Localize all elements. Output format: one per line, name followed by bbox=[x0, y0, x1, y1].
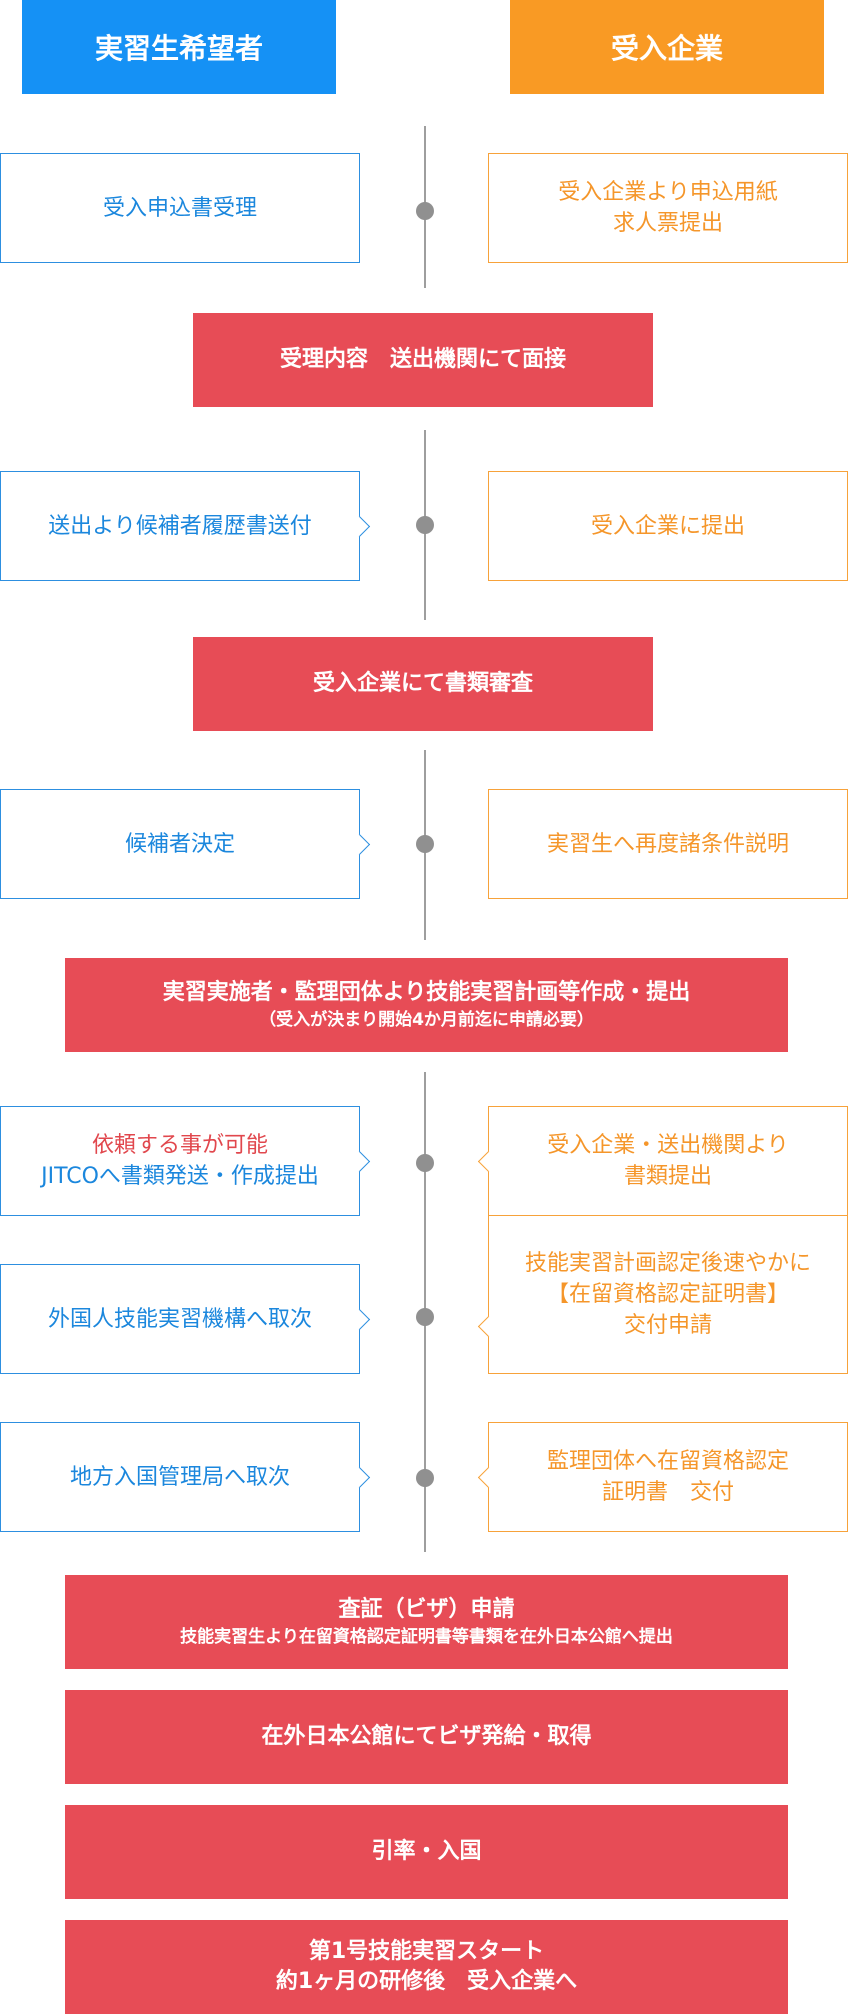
step-title: 受理内容 送出機関にて面接 bbox=[279, 347, 566, 372]
left-box-text: 受入申込書受理 bbox=[102, 195, 257, 221]
step-title: 第1号技能実習スタート bbox=[308, 1939, 545, 1964]
process-step-5: 在外日本公館にてビザ発給・取得 bbox=[65, 1690, 788, 1784]
arrow-right-icon bbox=[348, 1466, 371, 1489]
step-title: 引率・入国 bbox=[371, 1839, 482, 1864]
left-box-text: 候補者決定 bbox=[124, 831, 235, 857]
arrow-right-icon bbox=[348, 515, 371, 538]
step-subtitle: （受入が決まり開始4か月前迄に申請必要） bbox=[259, 1010, 594, 1030]
arrow-left-icon bbox=[477, 1466, 500, 1489]
timeline-dot bbox=[416, 1308, 434, 1326]
process-step-7: 第1号技能実習スタート 約1ヶ月の研修後 受入企業へ bbox=[65, 1920, 788, 2014]
step-title: 在外日本公館にてビザ発給・取得 bbox=[261, 1724, 592, 1749]
right-box-text: 受入企業より申込用紙 bbox=[558, 180, 778, 205]
right-box-text: 受入企業・送出機関より bbox=[547, 1133, 789, 1158]
right-box-text: 交付申請 bbox=[623, 1313, 712, 1338]
process-step-4: 査証（ビザ）申請 技能実習生より在留資格認定証明書等書類を在外日本公館へ提出 bbox=[65, 1575, 788, 1669]
left-box-5: 外国人技能実習機構へ取次 bbox=[0, 1264, 371, 1374]
applicant-header: 実習生希望者 bbox=[22, 0, 336, 94]
right-box-text: 【在留資格認定証明書】 bbox=[546, 1282, 789, 1307]
left-box-text: 送出より候補者履歴書送付 bbox=[48, 513, 312, 539]
arrow-right-icon bbox=[348, 833, 371, 856]
right-box-5: 技能実習計画認定後速やかに 【在留資格認定証明書】 交付申請 bbox=[477, 1216, 848, 1374]
right-box-text: 監理団体へ在留資格認定 bbox=[546, 1449, 789, 1474]
right-box-text: 実習生へ再度諸条件説明 bbox=[546, 831, 789, 857]
left-box-1: 受入申込書受理 bbox=[0, 153, 360, 263]
left-box-3: 候補者決定 bbox=[0, 789, 371, 899]
right-box-text: 書類提出 bbox=[623, 1164, 712, 1189]
right-box-6: 監理団体へ在留資格認定 証明書 交付 bbox=[477, 1422, 848, 1532]
left-box-2: 送出より候補者履歴書送付 bbox=[0, 471, 371, 581]
right-box-text: 受入企業に提出 bbox=[590, 513, 745, 539]
right-box-text: 技能実習計画認定後速やかに bbox=[524, 1251, 811, 1276]
right-box-text: 証明書 交付 bbox=[601, 1480, 734, 1505]
left-box-highlight-text: 依頼する事が可能 bbox=[91, 1133, 268, 1158]
arrow-right-icon bbox=[348, 1150, 371, 1173]
step-title: 約1ヶ月の研修後 受入企業へ bbox=[275, 1969, 578, 1994]
right-box-2: 受入企業に提出 bbox=[488, 471, 848, 581]
process-step-2: 受入企業にて書類審査 bbox=[193, 637, 653, 731]
timeline-dot bbox=[416, 835, 434, 853]
step-title: 受入企業にて書類審査 bbox=[312, 671, 533, 696]
left-box-6: 地方入国管理局へ取次 bbox=[0, 1422, 371, 1532]
step-title: 査証（ビザ）申請 bbox=[338, 1597, 515, 1622]
right-box-text: 求人票提出 bbox=[612, 211, 723, 236]
timeline-dot bbox=[416, 202, 434, 220]
left-box-4: 依頼する事が可能 JITCOへ書類発送・作成提出 bbox=[0, 1106, 371, 1216]
left-box-text: 地方入国管理局へ取次 bbox=[69, 1464, 290, 1490]
left-box-text: JITCOへ書類発送・作成提出 bbox=[41, 1164, 319, 1189]
process-step-1: 受理内容 送出機関にて面接 bbox=[193, 313, 653, 407]
right-box-4: 受入企業・送出機関より 書類提出 bbox=[477, 1106, 848, 1216]
step-subtitle: 技能実習生より在留資格認定証明書等書類を在外日本公館へ提出 bbox=[180, 1627, 673, 1647]
arrow-right-icon bbox=[348, 1308, 371, 1331]
step-title: 実習実施者・監理団体より技能実習計画等作成・提出 bbox=[162, 980, 691, 1005]
arrow-left-icon bbox=[477, 1150, 500, 1173]
right-box-1: 受入企業より申込用紙 求人票提出 bbox=[488, 153, 848, 263]
process-step-3: 実習実施者・監理団体より技能実習計画等作成・提出 （受入が決まり開始4か月前迄に… bbox=[65, 958, 788, 1052]
right-box-3: 実習生へ再度諸条件説明 bbox=[488, 789, 848, 899]
process-step-6: 引率・入国 bbox=[65, 1805, 788, 1899]
left-box-text: 外国人技能実習機構へ取次 bbox=[47, 1306, 312, 1332]
timeline-dot bbox=[416, 516, 434, 534]
company-header: 受入企業 bbox=[510, 0, 824, 94]
timeline-dot bbox=[416, 1154, 434, 1172]
timeline-dot bbox=[416, 1469, 434, 1487]
arrow-left-icon bbox=[477, 1315, 500, 1338]
